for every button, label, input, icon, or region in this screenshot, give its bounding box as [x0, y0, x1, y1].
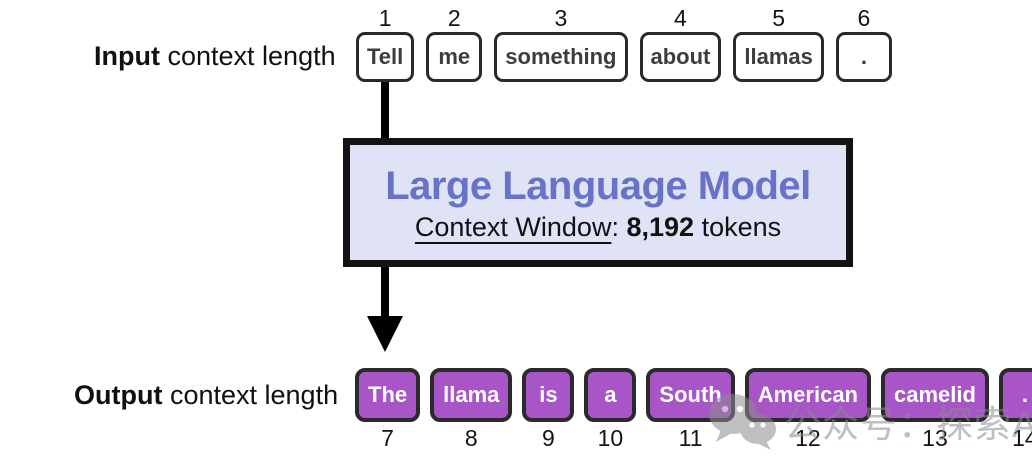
output-token: a 10: [584, 368, 637, 451]
token-number: 11: [678, 425, 703, 451]
token-box: about: [639, 32, 722, 82]
watermark-text: 公众号：探索AGI: [784, 404, 1032, 445]
output-context-label: Output context length: [74, 380, 338, 411]
token-number: 4: [674, 5, 687, 31]
token-number: 14: [1012, 425, 1032, 451]
context-window-unit: tokens: [701, 211, 782, 242]
token-number: 9: [541, 425, 555, 451]
output-token: . 14: [998, 368, 1032, 451]
input-token: 6.: [835, 5, 892, 82]
token-box: is: [522, 368, 575, 422]
arrow-line-top: [381, 80, 389, 140]
context-window-text: Context Window: 8,192 tokens: [415, 212, 781, 243]
arrow-line-bottom: [381, 265, 389, 318]
output-token: The 7: [355, 368, 421, 451]
token-box: me: [426, 32, 483, 82]
token-box: Tell: [356, 32, 415, 82]
input-context-label: Input context length: [94, 41, 336, 72]
output-token: American 12: [744, 368, 871, 451]
token-number: 5: [772, 5, 786, 31]
token-number: 6: [857, 5, 871, 31]
output-token: is 9: [522, 368, 575, 451]
token-box: American: [744, 368, 871, 422]
token-box: llama: [430, 368, 513, 422]
token-number: 2: [447, 5, 461, 31]
context-window-label: Context Window: [414, 211, 612, 242]
down-arrow-icon: [367, 316, 403, 352]
output-label-bold: Output: [74, 380, 163, 410]
context-window-colon: :: [611, 211, 619, 242]
token-box: something: [494, 32, 628, 82]
token-number: 8: [464, 425, 478, 451]
token-box: llamas: [733, 32, 824, 82]
output-token: llama 8: [430, 368, 513, 451]
token-box: .: [998, 368, 1032, 422]
token-number: 12: [795, 425, 821, 451]
token-box: The: [355, 368, 421, 422]
token-box: a: [584, 368, 637, 422]
input-label-bold: Input: [94, 41, 160, 71]
token-box: .: [835, 32, 892, 82]
wechat-icon: [709, 394, 776, 450]
watermark: 公众号：探索AGI: [706, 392, 1032, 450]
input-label-rest: context length: [159, 41, 336, 71]
token-number: 10: [597, 425, 624, 451]
token-number: 13: [922, 425, 948, 451]
token-number: 1: [378, 5, 392, 31]
token-number: 7: [381, 425, 394, 451]
token-number: 3: [554, 5, 568, 31]
output-label-rest: context length: [162, 380, 339, 410]
llm-title: Large Language Model: [385, 163, 811, 208]
context-window-value: 8,192: [626, 211, 695, 242]
token-box: camelid: [881, 368, 989, 422]
llm-box: Large Language Model Context Window: 8,1…: [343, 138, 853, 267]
output-token: camelid 13: [881, 368, 989, 451]
